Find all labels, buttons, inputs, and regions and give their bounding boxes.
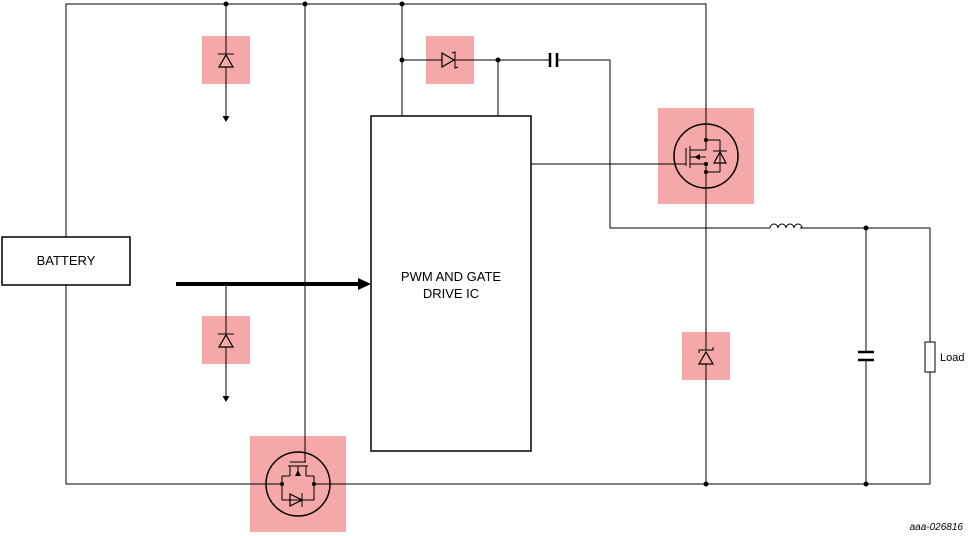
ic-label-line1: PWM AND GATE — [401, 269, 501, 284]
reference-id: aaa-026816 — [910, 522, 964, 533]
high-side-mosfet-icon — [673, 108, 739, 196]
output-capacitor-icon — [858, 350, 874, 362]
wiring — [65, 3, 931, 485]
ic-label-line2: DRIVE IC — [423, 286, 479, 301]
pwm-ic-box — [370, 115, 532, 452]
reverse-protection-mosfet-icon — [265, 451, 331, 517]
diode-mid-left-icon — [217, 326, 235, 352]
battery-box — [1, 236, 131, 286]
bootstrap-capacitor-icon — [548, 53, 559, 67]
inductor-icon — [769, 223, 803, 229]
diode-top-left-icon — [217, 46, 235, 72]
signal-arrowhead — [358, 278, 371, 290]
arrowhead-top-left — [222, 116, 230, 122]
load-label: Load — [940, 352, 964, 364]
junction-dots — [223, 1, 869, 487]
freewheel-diode-icon — [697, 344, 715, 368]
battery-label: BATTERY — [37, 253, 96, 268]
arrowhead-mid-left — [222, 396, 230, 402]
load-resistor-icon — [924, 341, 936, 373]
bootstrap-diode-icon — [436, 51, 464, 69]
